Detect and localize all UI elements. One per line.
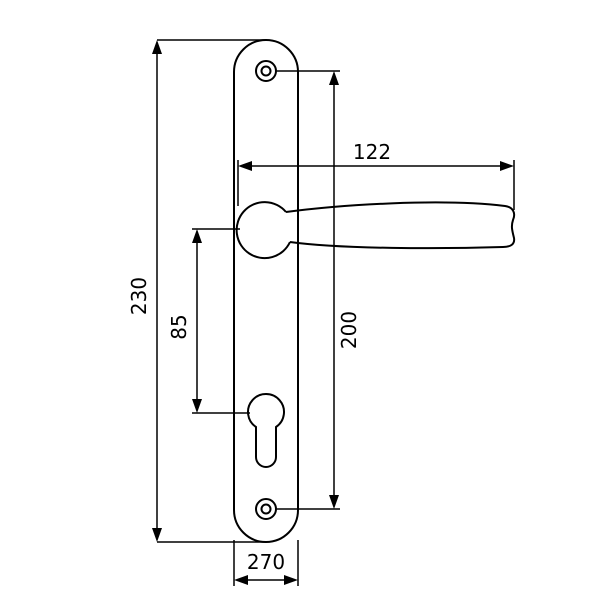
- bottom-screw-hole: [255, 498, 277, 520]
- dimension-overall-height: 230: [127, 39, 266, 543]
- dimension-label-handle-length: 122: [353, 140, 391, 164]
- dimension-label-plate-width: 270: [247, 550, 285, 574]
- top-screw-hole: [255, 60, 277, 82]
- cylinder-keyhole: [247, 393, 285, 468]
- dimension-label-overall-height: 230: [127, 277, 151, 315]
- lever-handle: [235, 201, 516, 260]
- dimension-label-handle-to-cylinder: 85: [167, 314, 191, 339]
- dimension-label-screw-spacing: 200: [337, 311, 361, 349]
- dimension-plate-width: 270: [233, 540, 299, 586]
- dimension-screw-spacing: 200: [276, 70, 361, 510]
- dimension-handle-to-cylinder: 85: [167, 228, 250, 414]
- dimension-handle-length: 122: [237, 140, 515, 210]
